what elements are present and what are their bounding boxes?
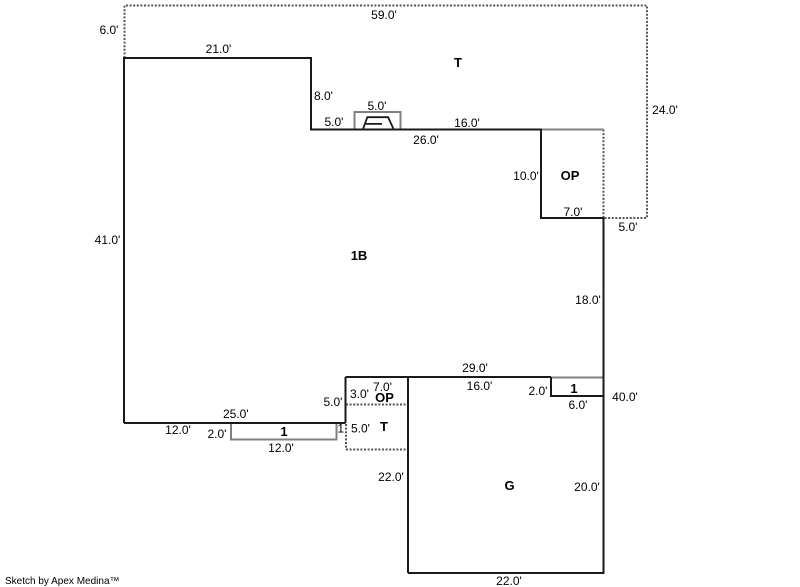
svg-text:OP: OP <box>375 390 394 405</box>
svg-text:OP: OP <box>561 168 580 183</box>
svg-text:18.0': 18.0' <box>575 293 601 307</box>
svg-text:T: T <box>454 55 462 70</box>
svg-text:G: G <box>504 478 514 493</box>
svg-text:10.0': 10.0' <box>513 169 539 183</box>
svg-text:T: T <box>380 419 388 434</box>
svg-text:3.0': 3.0' <box>350 387 369 401</box>
svg-text:41.0': 41.0' <box>95 233 121 247</box>
svg-text:12.0': 12.0' <box>268 441 294 455</box>
svg-text:21.0': 21.0' <box>206 42 232 56</box>
svg-text:25.0': 25.0' <box>223 407 249 421</box>
svg-text:16.0': 16.0' <box>467 379 493 393</box>
svg-text:1: 1 <box>337 422 344 436</box>
svg-text:5.0': 5.0' <box>325 115 344 129</box>
svg-text:59.0': 59.0' <box>371 8 397 22</box>
svg-text:1: 1 <box>570 381 577 396</box>
svg-text:1B: 1B <box>351 248 368 263</box>
svg-text:20.0': 20.0' <box>574 480 600 494</box>
svg-text:2.0': 2.0' <box>529 384 548 398</box>
svg-text:29.0': 29.0' <box>462 361 488 375</box>
svg-text:5.0': 5.0' <box>324 395 343 409</box>
svg-text:7.0': 7.0' <box>564 205 583 219</box>
svg-text:5.0': 5.0' <box>619 220 638 234</box>
svg-text:22.0': 22.0' <box>378 470 404 484</box>
svg-text:12.0': 12.0' <box>165 423 191 437</box>
svg-text:7.0': 7.0' <box>373 380 392 394</box>
svg-text:6.0': 6.0' <box>100 23 119 37</box>
svg-text:40.0': 40.0' <box>612 390 638 404</box>
svg-text:26.0': 26.0' <box>413 133 439 147</box>
svg-text:22.0': 22.0' <box>496 574 522 587</box>
svg-text:1: 1 <box>280 424 287 439</box>
svg-text:24.0': 24.0' <box>652 103 678 117</box>
svg-text:5.0': 5.0' <box>368 99 387 113</box>
svg-text:6.0': 6.0' <box>569 398 588 412</box>
svg-text:2.0': 2.0' <box>208 427 227 441</box>
svg-text:8.0': 8.0' <box>314 89 333 103</box>
svg-text:Sketch by Apex Medina™: Sketch by Apex Medina™ <box>5 576 120 587</box>
svg-text:5.0': 5.0' <box>351 422 370 436</box>
svg-text:16.0': 16.0' <box>454 116 480 130</box>
